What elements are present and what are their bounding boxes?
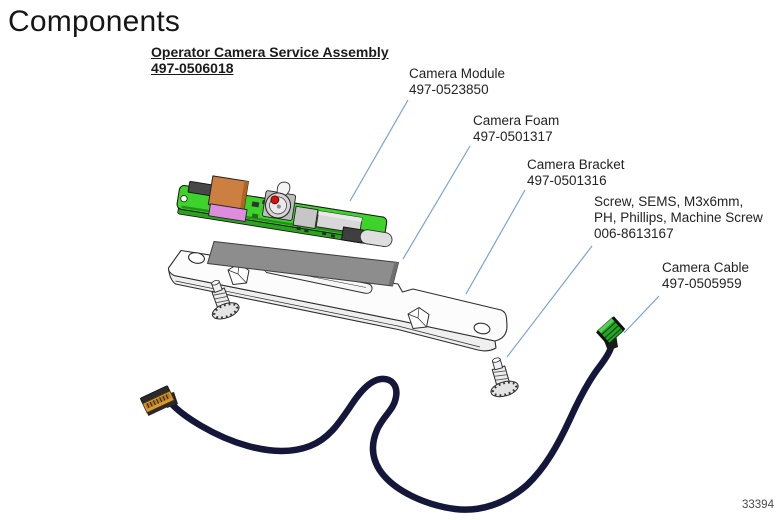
part-label-camera-bracket: Camera Bracket 497-0501316 — [527, 157, 625, 189]
camera-module-part — [176, 175, 393, 248]
part-label-camera-module: Camera Module 497-0523850 — [409, 66, 505, 98]
part-name: Camera Module — [409, 66, 506, 81]
part-name: Camera Cable — [662, 260, 750, 275]
cable-connector-orange — [140, 385, 178, 416]
leader-line-camera-foam — [402, 145, 471, 260]
cable-connector-green — [596, 316, 626, 351]
screw-right-part — [490, 357, 519, 398]
camera-foam-part — [207, 241, 399, 287]
assembly-name: Operator Camera Service Assembly — [151, 44, 389, 60]
part-number: 497-0501316 — [527, 173, 607, 188]
part-number: 497-0505959 — [662, 276, 742, 291]
screw-left-part — [211, 279, 240, 320]
part-name: Camera Foam — [473, 113, 560, 128]
part-label-camera-foam: Camera Foam 497-0501317 — [473, 113, 559, 145]
assembly-part-number: 497-0506018 — [151, 60, 234, 76]
leader-line-camera-module — [349, 99, 409, 202]
part-name: Camera Bracket — [527, 157, 625, 172]
part-number: 497-0501317 — [473, 129, 553, 144]
part-number: 006-8613167 — [594, 226, 674, 241]
part-name-line2: PH, Phillips, Machine Screw — [594, 210, 763, 225]
part-label-screw: Screw, SEMS, M3x6mm, PH, Phillips, Machi… — [594, 194, 763, 242]
figure-number: 33394 — [742, 499, 774, 511]
part-label-camera-cable: Camera Cable 497-0505959 — [662, 260, 749, 292]
leader-line-camera-cable — [623, 295, 660, 334]
leader-lines — [349, 99, 660, 358]
part-name: Screw, SEMS, M3x6mm, — [594, 194, 744, 209]
leader-line-camera-bracket — [465, 189, 526, 295]
page-title: Components — [8, 5, 181, 38]
assembly-heading: Operator Camera Service Assembly 497-050… — [151, 44, 389, 76]
part-number: 497-0523850 — [409, 82, 489, 97]
leader-line-screw — [506, 245, 593, 358]
camera-cable-part — [140, 316, 626, 513]
